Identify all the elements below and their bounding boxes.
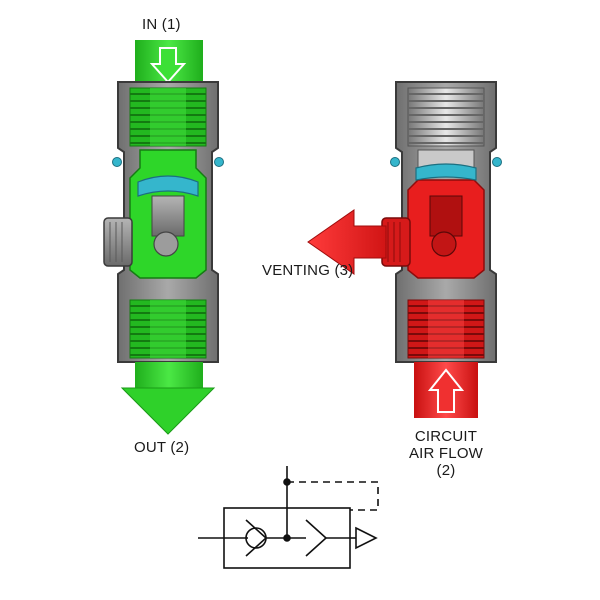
- circuit-label-line2: AIR FLOW: [408, 445, 484, 462]
- out-arrow-icon: [120, 387, 216, 435]
- circuit-label-line3: (2): [436, 462, 456, 479]
- venting-label: VENTING (3): [262, 262, 354, 279]
- out-label: OUT (2): [134, 439, 190, 456]
- symbol-check-ball: [245, 527, 267, 549]
- diaphragm-seal: [415, 163, 477, 181]
- poppet: [429, 195, 463, 257]
- exhaust-port-closed: [103, 217, 133, 267]
- circuit-up-arrow-icon: [427, 368, 465, 413]
- diaphragm-seal: [137, 175, 199, 197]
- in-arrow-icon: [149, 47, 187, 84]
- lower-thread: [129, 299, 207, 359]
- upper-thread: [407, 87, 485, 147]
- poppet: [151, 195, 185, 257]
- left-valve-supply: [103, 40, 224, 435]
- outlet-pipe: [135, 362, 203, 390]
- upper-thread: [129, 87, 207, 147]
- venting-arrow-icon: [307, 209, 387, 275]
- pneumatic-symbol: [198, 466, 379, 569]
- circuit-air-flow-label: CIRCUIT AIR FLOW (2): [396, 428, 496, 479]
- lower-thread: [407, 299, 485, 359]
- symbol-junction-dot: [283, 534, 291, 542]
- circuit-label-line1: CIRCUIT: [414, 428, 478, 445]
- in-label: IN (1): [142, 16, 181, 33]
- right-valve-venting: [307, 81, 502, 418]
- symbol-exhaust-seat: [305, 519, 328, 557]
- symbol-pilot-line: [287, 481, 379, 511]
- o-ring-right: [214, 157, 224, 167]
- o-ring-right: [492, 157, 502, 167]
- symbol-exhaust-triangle: [355, 526, 378, 550]
- symbol-check-seat: [245, 519, 268, 557]
- o-ring-left: [112, 157, 122, 167]
- o-ring-left: [390, 157, 400, 167]
